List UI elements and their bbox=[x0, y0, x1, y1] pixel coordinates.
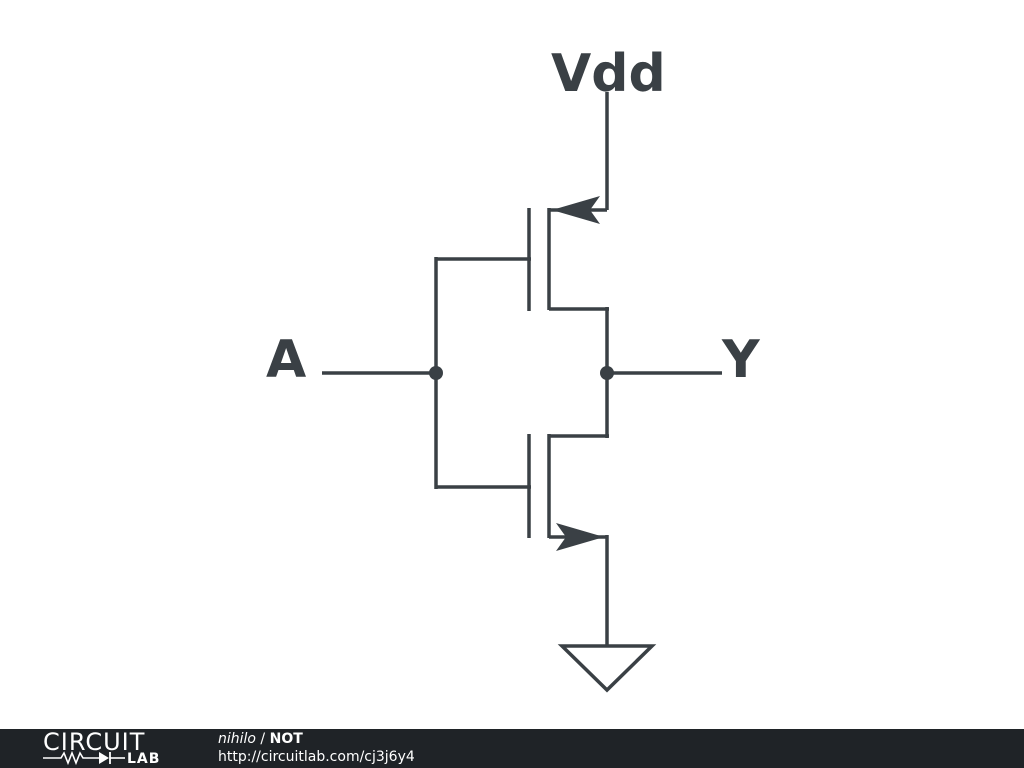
input-junction bbox=[429, 366, 443, 380]
cmos-inverter-schematic bbox=[322, 92, 722, 693]
pmos-arrow bbox=[552, 196, 600, 224]
output-label-y: Y bbox=[722, 330, 760, 390]
circuit-title[interactable]: NOT bbox=[269, 731, 303, 747]
input-label-a: A bbox=[266, 330, 307, 390]
brand-logo-bottom: LAB bbox=[127, 751, 161, 767]
ground-symbol bbox=[557, 644, 657, 693]
output-junction bbox=[600, 366, 614, 380]
nmos-arrow bbox=[556, 523, 604, 551]
vdd-label: Vdd bbox=[551, 44, 666, 104]
resistor-diode-icon bbox=[43, 751, 125, 765]
author-link[interactable]: nihilo bbox=[218, 731, 256, 747]
footer-bar: CIRCUIT LAB nihilo / NOT http://circuitl… bbox=[0, 729, 1024, 768]
circuit-url-link[interactable]: http://circuitlab.com/cj3j6y4 bbox=[218, 749, 415, 765]
brand-logo-top[interactable]: CIRCUIT bbox=[43, 728, 146, 756]
attribution-separator: / bbox=[255, 731, 270, 747]
circuit-attribution: nihilo / NOT bbox=[218, 732, 303, 746]
